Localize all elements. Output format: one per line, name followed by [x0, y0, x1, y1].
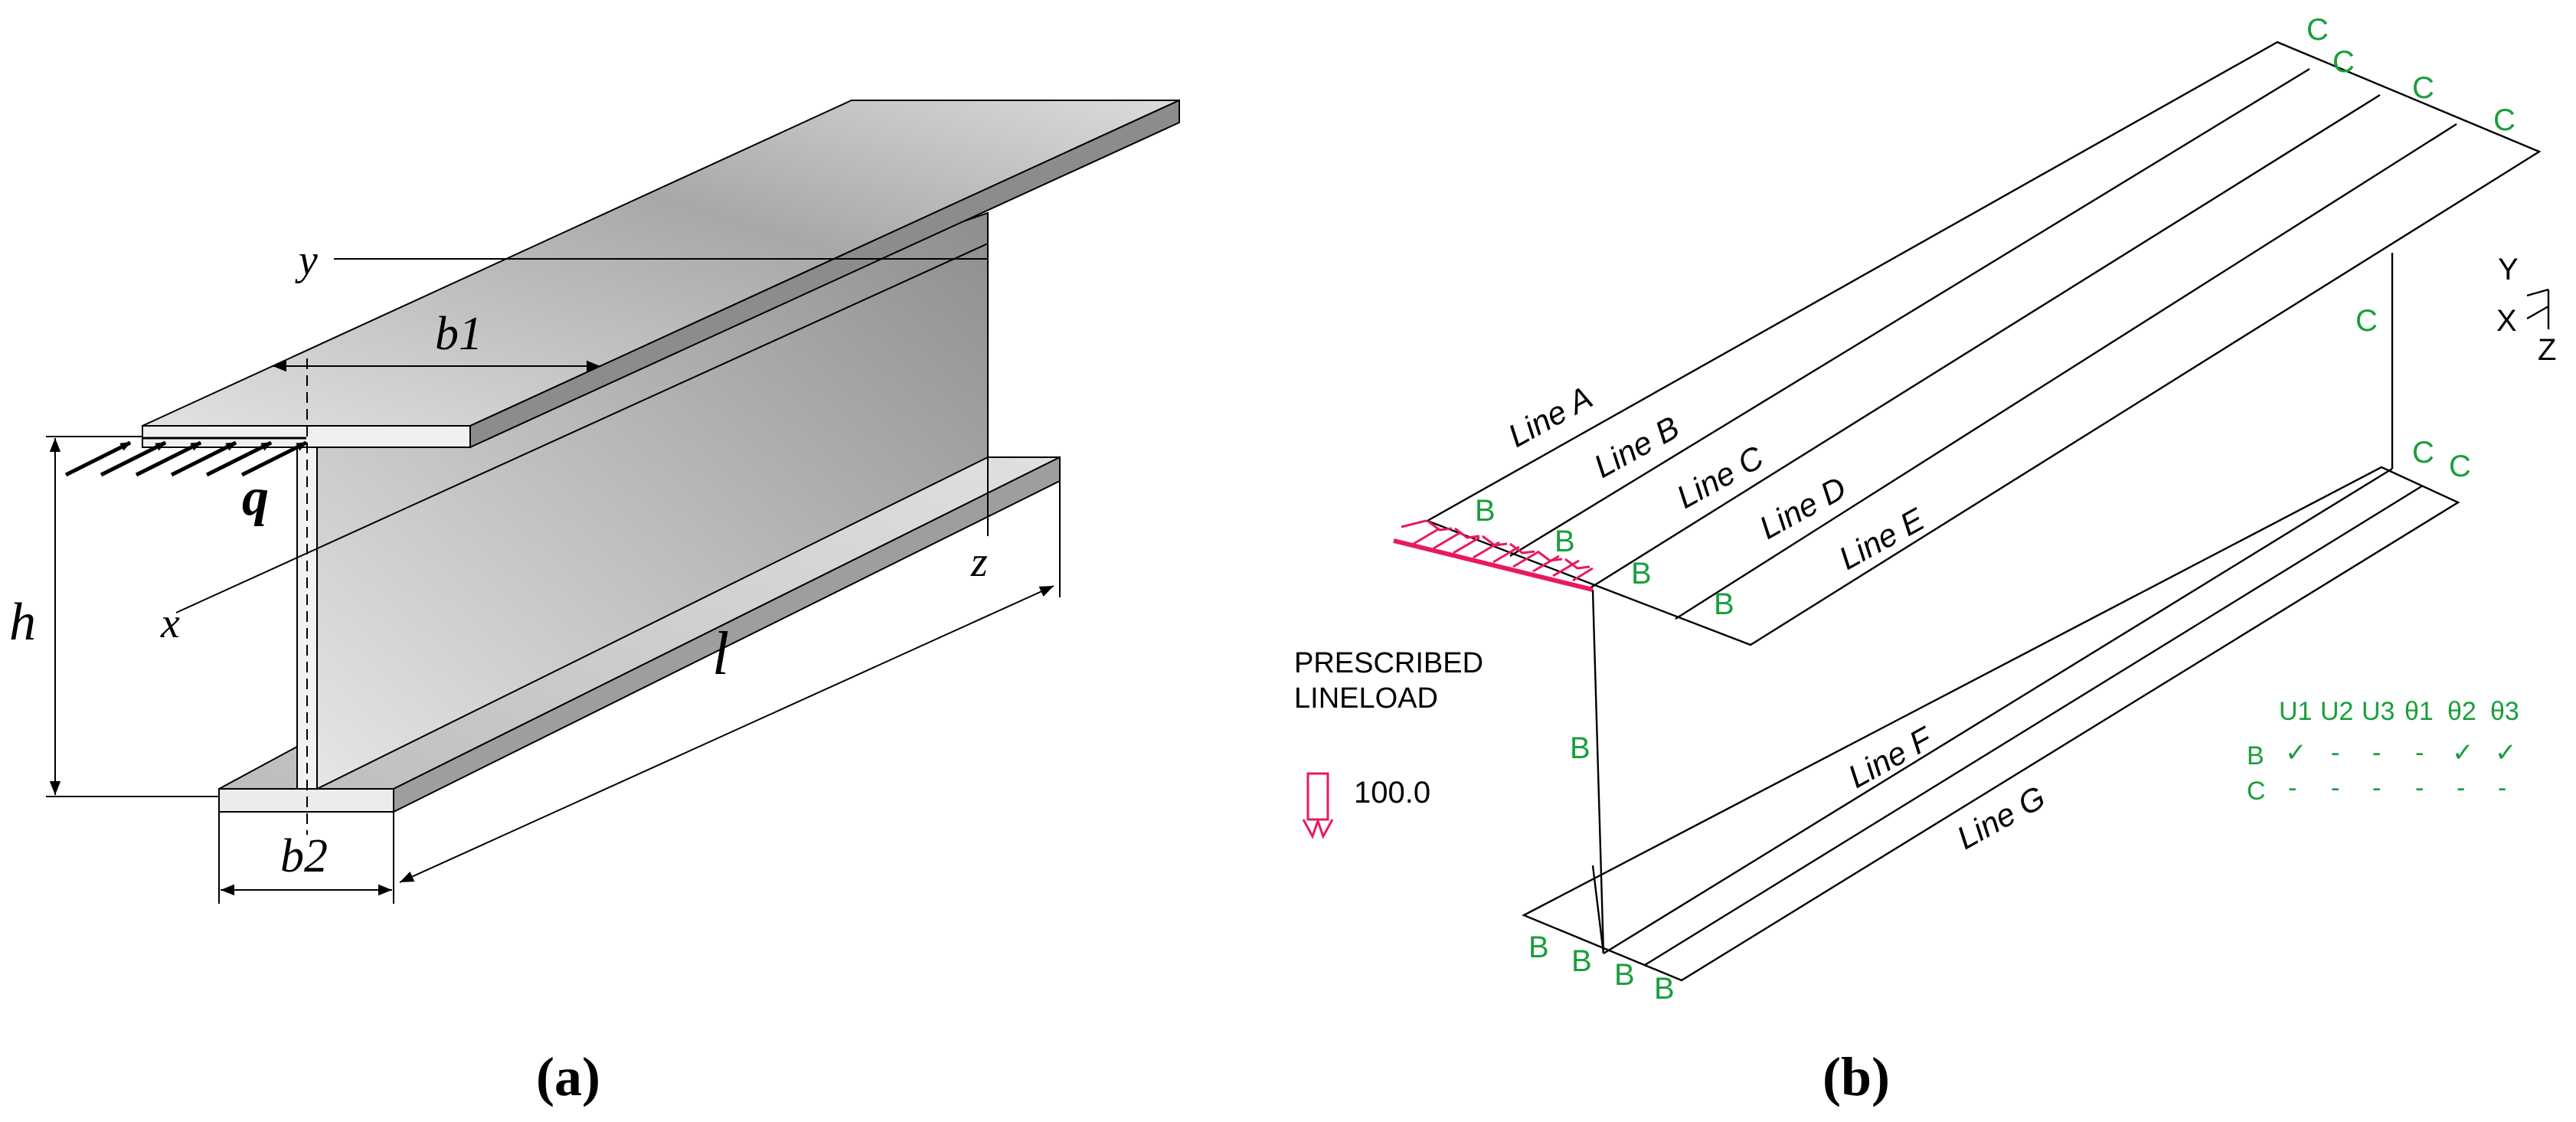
- bc-c-7: C: [2449, 450, 2471, 483]
- dof-row-b-c2: -: [2331, 738, 2339, 767]
- dof-row-b-c1: ✓: [2285, 738, 2307, 767]
- dof-row-c-c4: -: [2415, 774, 2424, 803]
- bc-b-1: B: [1475, 494, 1496, 528]
- legend-arrow-icon: [1302, 772, 1334, 839]
- axes-triad: Y X Z: [2496, 253, 2556, 367]
- mesh-web-front: [1591, 589, 1605, 954]
- panel-b-mesh: [1425, 41, 2542, 982]
- label-b1: b1: [435, 308, 482, 360]
- prescribed-lineload-glyph: [1393, 519, 1594, 592]
- label-l: l: [712, 620, 729, 688]
- mesh-top-flange: [1425, 41, 2542, 646]
- dof-header-u2: U2: [2320, 697, 2353, 726]
- bc-b-6: B: [1528, 931, 1549, 964]
- dof-row-b-c4: -: [2415, 738, 2424, 767]
- top-flange-side: [469, 99, 1180, 449]
- dof-row-c-c2: -: [2331, 774, 2339, 803]
- axis-label-y: Y: [2498, 253, 2519, 286]
- load-q-arrows: [64, 437, 308, 477]
- dof-row-b-label: B: [2247, 741, 2264, 770]
- label-q: q: [242, 468, 269, 527]
- dof-row-c-c1: -: [2288, 774, 2296, 803]
- label-h: h: [9, 593, 36, 652]
- panel-a-beam: y b1 q h x z l b2 (a): [9, 99, 1180, 1107]
- label-y: y: [295, 237, 318, 284]
- mesh-line-g: [1644, 484, 2424, 967]
- bc-c-5: C: [2355, 304, 2378, 338]
- line-label-g: Line G: [1951, 779, 2051, 856]
- caption-b: (b): [1822, 1046, 1890, 1107]
- bc-labels: B B B B B B B B B C C C C C C C: [1475, 13, 2516, 1006]
- mesh-bottom-flange: [1522, 466, 2460, 982]
- dof-row-b-c6: ✓: [2495, 738, 2517, 767]
- legend-value: 100.0: [1354, 776, 1430, 810]
- label-x: x: [160, 600, 180, 647]
- caption-a: (a): [536, 1046, 600, 1107]
- bc-c-3: C: [2412, 71, 2434, 105]
- mesh-line-c: [1589, 93, 2381, 590]
- line-label-e: Line E: [1833, 501, 1931, 577]
- dof-header-u3: U3: [2362, 697, 2395, 726]
- dof-header-t2: θ2: [2447, 697, 2476, 726]
- bc-c-2: C: [2332, 45, 2355, 79]
- dof-row-c-label: C: [2247, 777, 2266, 806]
- label-b2: b2: [280, 830, 328, 882]
- dof-row-c-c3: -: [2372, 774, 2381, 803]
- dof-row-c-c6: -: [2498, 774, 2506, 803]
- line-label-a: Line A: [1502, 379, 1599, 454]
- bc-b-3: B: [1631, 557, 1652, 590]
- dof-header-u1: U1: [2279, 697, 2312, 726]
- legend-title-1: PRESCRIBED: [1294, 647, 1483, 679]
- bc-b-4: B: [1714, 587, 1734, 621]
- bc-b-9: B: [1654, 972, 1675, 1006]
- dof-table: U1 U2 U3 θ1 θ2 θ3 B ✓ - - - ✓ ✓ C - - - …: [2247, 697, 2519, 806]
- bc-c-6: C: [2412, 436, 2434, 469]
- line-label-b: Line B: [1588, 409, 1685, 485]
- mesh-line-f: [1603, 467, 2393, 955]
- bc-c-1: C: [2306, 13, 2329, 47]
- bc-b-2: B: [1554, 525, 1575, 558]
- mesh-line-b: [1509, 67, 2310, 558]
- dof-row-b-c3: -: [2372, 738, 2381, 767]
- dof-header-t3: θ3: [2490, 697, 2519, 726]
- l-dimension: [399, 585, 1054, 883]
- mesh-bf-front-mid: [1591, 865, 1605, 954]
- dof-row-c-c5: -: [2457, 774, 2465, 803]
- axis-label-z: Z: [2538, 333, 2556, 367]
- bc-b-8: B: [1614, 958, 1635, 992]
- line-label-f: Line F: [1842, 719, 1940, 795]
- legend-title-2: LINELOAD: [1294, 682, 1438, 715]
- lineload-legend: PRESCRIBED LINELOAD 100.0: [1294, 647, 1483, 839]
- bc-c-4: C: [2493, 103, 2516, 137]
- bc-b-5: B: [1570, 731, 1590, 765]
- axis-label-x: X: [2496, 304, 2517, 338]
- dof-row-b-c5: ✓: [2452, 738, 2474, 767]
- dof-header-t1: θ1: [2404, 697, 2434, 726]
- line-labels: Line A Line B Line C Line D Line E Line …: [1502, 379, 2051, 856]
- mesh-line-d: [1675, 123, 2457, 620]
- line-label-d: Line D: [1754, 469, 1852, 546]
- bc-b-7: B: [1571, 944, 1592, 978]
- label-z: z: [970, 538, 988, 586]
- axis-x-line: [175, 243, 989, 613]
